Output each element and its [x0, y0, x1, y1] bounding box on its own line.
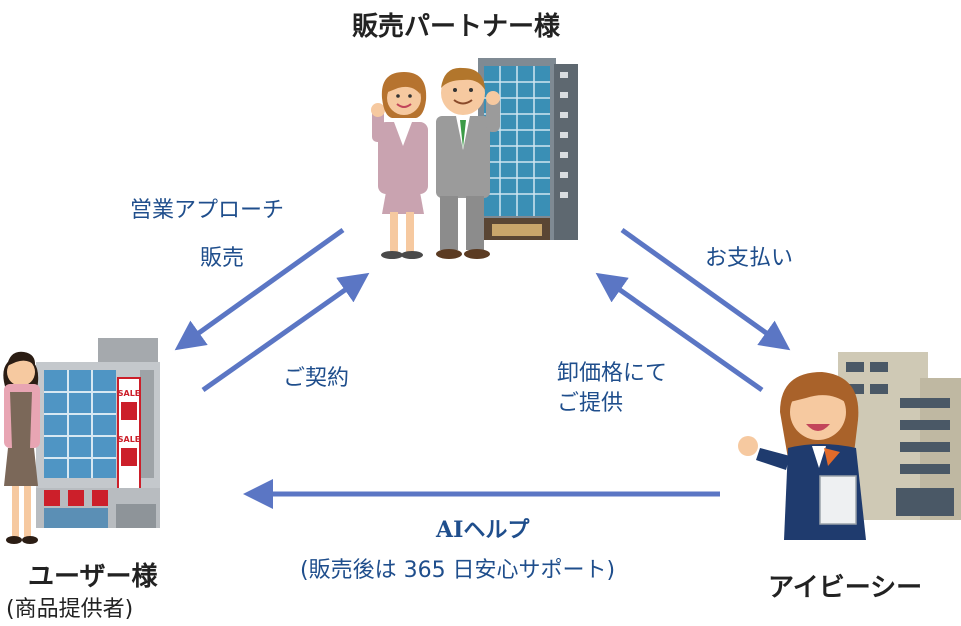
- sale-sign: SALE: [118, 389, 141, 398]
- contract-label: ご契約: [283, 366, 350, 391]
- arrow-partner-to-user: [174, 227, 345, 351]
- female-staff-icon: [738, 372, 866, 540]
- approach-label: 営業アプローチ: [130, 198, 285, 223]
- store-building-icon: SALE SALE: [36, 338, 160, 528]
- sales-label: 販売: [200, 246, 245, 271]
- payment-label: お支払い: [705, 246, 794, 271]
- partner-illustration: [371, 58, 578, 259]
- ai-help-subtitle: (販売後は 365 日安心サポート): [300, 558, 616, 583]
- user-subtitle: (商品提供者): [6, 597, 134, 622]
- ai-help-label: AIヘルプ: [436, 517, 530, 543]
- user-title: ユーザー様: [28, 562, 158, 592]
- businessman-icon: [436, 67, 500, 259]
- office-building-icon: [478, 58, 578, 240]
- arrow-partner-to-ibc: [620, 227, 791, 351]
- ibc-illustration: [738, 352, 961, 540]
- arrow-user-to-partner: [201, 272, 370, 393]
- partner-title: 販売パートナー様: [352, 12, 561, 42]
- wholesale-label: 卸価格にて ご提供: [557, 361, 668, 416]
- businesswoman-icon: [371, 72, 428, 259]
- user-illustration: SALE SALE: [3, 338, 160, 544]
- female-clerk-icon: [3, 351, 40, 544]
- ibc-title: アイビーシー: [768, 573, 923, 603]
- sale-sign: SALE: [118, 435, 141, 444]
- arrow-ibc-to-partner: [595, 272, 764, 393]
